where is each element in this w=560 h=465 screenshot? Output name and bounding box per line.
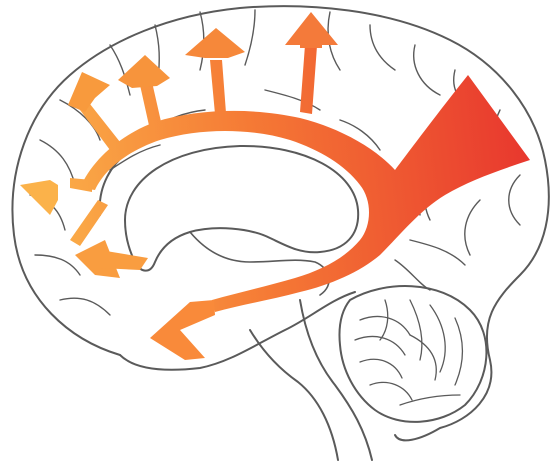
brainstem-outline-2: [250, 330, 338, 460]
corpus-callosum-inner: [125, 146, 358, 271]
brain-outline: [12, 6, 548, 460]
pathway-branch-stems: [70, 45, 317, 246]
arrow-head-bottom: [150, 300, 215, 360]
arrow-head-lower-left-b: [100, 250, 148, 270]
arrow-head-top-center: [185, 28, 245, 58]
arrow-head-top-right: [285, 12, 338, 48]
cerebellum-folia: [355, 300, 463, 405]
arrow-head-upper-left: [68, 72, 110, 112]
arrow-head-far-left: [20, 180, 58, 215]
brainstem-outline: [300, 300, 372, 460]
signal-pathway: [20, 12, 530, 360]
arrow-head-top-left: [118, 55, 170, 88]
